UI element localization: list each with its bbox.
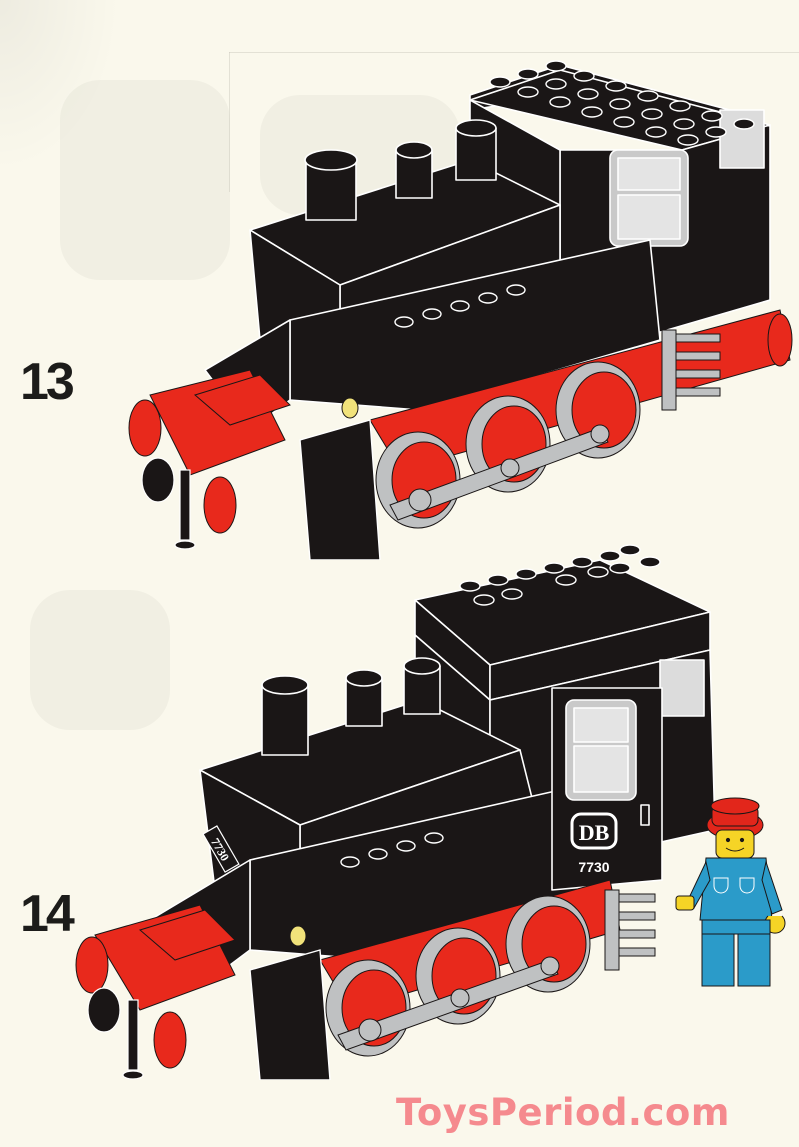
locomotive-illustration [128, 60, 793, 560]
ghost-previous-step-shadow [30, 590, 170, 730]
step-number: 14 [20, 885, 75, 943]
step-14: 14 [0, 540, 799, 1080]
watermark: ToysPeriod.com [396, 1091, 730, 1134]
ghost-previous-step-shadow [60, 80, 230, 280]
step-13: 13 [0, 0, 799, 560]
db-logo-plate: DB 7730 [570, 812, 618, 875]
locomotive-illustration: DB 7730 7730 [75, 544, 716, 1080]
svg-text:7730: 7730 [578, 859, 609, 875]
faint-frame-line [229, 52, 799, 53]
step-number: 13 [20, 353, 75, 411]
svg-text:DB: DB [579, 820, 610, 845]
faint-frame-line [229, 52, 230, 192]
